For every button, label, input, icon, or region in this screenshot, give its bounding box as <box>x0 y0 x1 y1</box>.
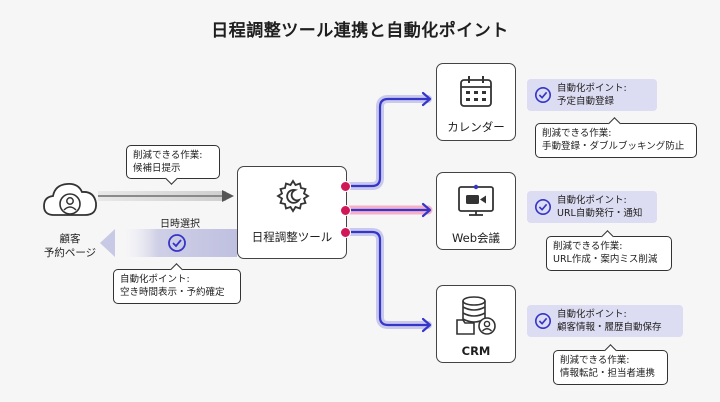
connector-dot-3 <box>340 227 351 238</box>
reduce-callout-body: 手動登録・ダブルブッキング防止 <box>542 141 685 152</box>
gear-moon-icon <box>275 178 311 214</box>
check-circle-icon <box>534 312 552 330</box>
auto-point-calendar: 自動化ポイント: 予定自動登録 <box>527 79 657 111</box>
connector-dot-1 <box>340 181 351 192</box>
auto-point-body: 顧客情報・履歴自動保存 <box>557 322 662 333</box>
scheduling-tool-box: 日程調整ツール <box>237 166 347 259</box>
auto-point-calendar-text: 自動化ポイント: 予定自動登録 <box>557 82 627 108</box>
auto-callout-tool-body: 空き時間表示・予約確定 <box>120 287 225 298</box>
connector-calendar-glow <box>346 95 432 190</box>
connector-crm-glow <box>346 228 432 329</box>
reduce-callout-web: 削減できる作業: URL作成・案内ミス削減 <box>546 230 672 271</box>
arrow-to-customer <box>100 229 237 257</box>
calendar-box: カレンダー <box>436 63 516 141</box>
auto-point-crm: 自動化ポイント: 顧客情報・履歴自動保存 <box>527 305 683 337</box>
auto-callout-tool: 自動化ポイント: 空き時間表示・予約確定 <box>113 263 241 304</box>
connector-crm <box>348 230 430 327</box>
web-meeting-label: Web会議 <box>451 231 501 245</box>
reduce-callout-tool: 削減できる作業: 候補日提示 <box>126 145 220 185</box>
check-circle-icon <box>167 233 187 253</box>
calendar-icon <box>458 74 494 108</box>
auto-point-body: URL自動発行・通知 <box>557 208 643 219</box>
auto-point-web-text: 自動化ポイント: URL自動発行・通知 <box>557 194 642 220</box>
reduce-callout-crm: 削減できる作業: 情報転記・担当者連携 <box>553 344 668 385</box>
reduce-callout-heading: 削減できる作業: <box>542 128 612 139</box>
auto-point-heading: 自動化ポイント: <box>557 309 627 320</box>
auto-point-heading: 自動化ポイント: <box>557 195 627 206</box>
customer-label-line2: 予約ページ <box>43 247 97 259</box>
diagram-title: 日程調整ツール連携と自動化ポイント <box>211 21 509 41</box>
arrowhead-crm <box>421 317 432 333</box>
auto-point-heading: 自動化ポイント: <box>557 83 627 94</box>
flow-label-date-select: 日時選択 <box>160 219 200 230</box>
arrowhead-calendar <box>421 91 432 107</box>
crm-box: CRM <box>436 285 516 363</box>
reduce-callout-tool-heading: 削減できる作業: <box>133 150 203 161</box>
connector-dot-2 <box>340 205 351 216</box>
customer-cloud-icon <box>40 175 100 231</box>
arrowhead-web <box>421 202 432 218</box>
check-circle-icon <box>534 86 552 104</box>
crm-database-icon <box>454 294 498 336</box>
auto-point-body: 予定自動登録 <box>557 96 615 107</box>
reduce-callout-heading: 削減できる作業: <box>560 355 630 366</box>
reduce-callout-body: URL作成・案内ミス削減 <box>553 254 658 265</box>
auto-callout-tool-heading: 自動化ポイント: <box>120 274 190 285</box>
arrow-to-tool <box>98 190 234 202</box>
crm-label: CRM <box>461 344 491 358</box>
reduce-callout-heading: 削減できる作業: <box>553 241 623 252</box>
connector-calendar <box>348 97 430 188</box>
auto-point-crm-text: 自動化ポイント: 顧客情報・履歴自動保存 <box>557 308 662 334</box>
calendar-label: カレンダー <box>447 120 505 134</box>
check-circle-icon <box>534 198 552 216</box>
arrow-to-tool-head <box>222 190 234 202</box>
auto-point-web: 自動化ポイント: URL自動発行・通知 <box>527 191 657 223</box>
arrow-to-customer-band <box>115 229 237 257</box>
customer-label-line1: 顧客 <box>59 233 81 245</box>
video-conference-icon <box>456 183 496 217</box>
reduce-callout-calendar: 削減できる作業: 手動登録・ダブルブッキング防止 <box>535 117 697 158</box>
scheduling-tool-label: 日程調整ツール <box>251 230 333 244</box>
web-meeting-box: Web会議 <box>436 172 516 250</box>
reduce-callout-body: 情報転記・担当者連携 <box>560 368 656 379</box>
arrow-to-customer-head <box>100 229 115 257</box>
customer-label: 顧客 予約ページ <box>30 232 110 260</box>
reduce-callout-tool-body: 候補日提示 <box>133 163 181 174</box>
